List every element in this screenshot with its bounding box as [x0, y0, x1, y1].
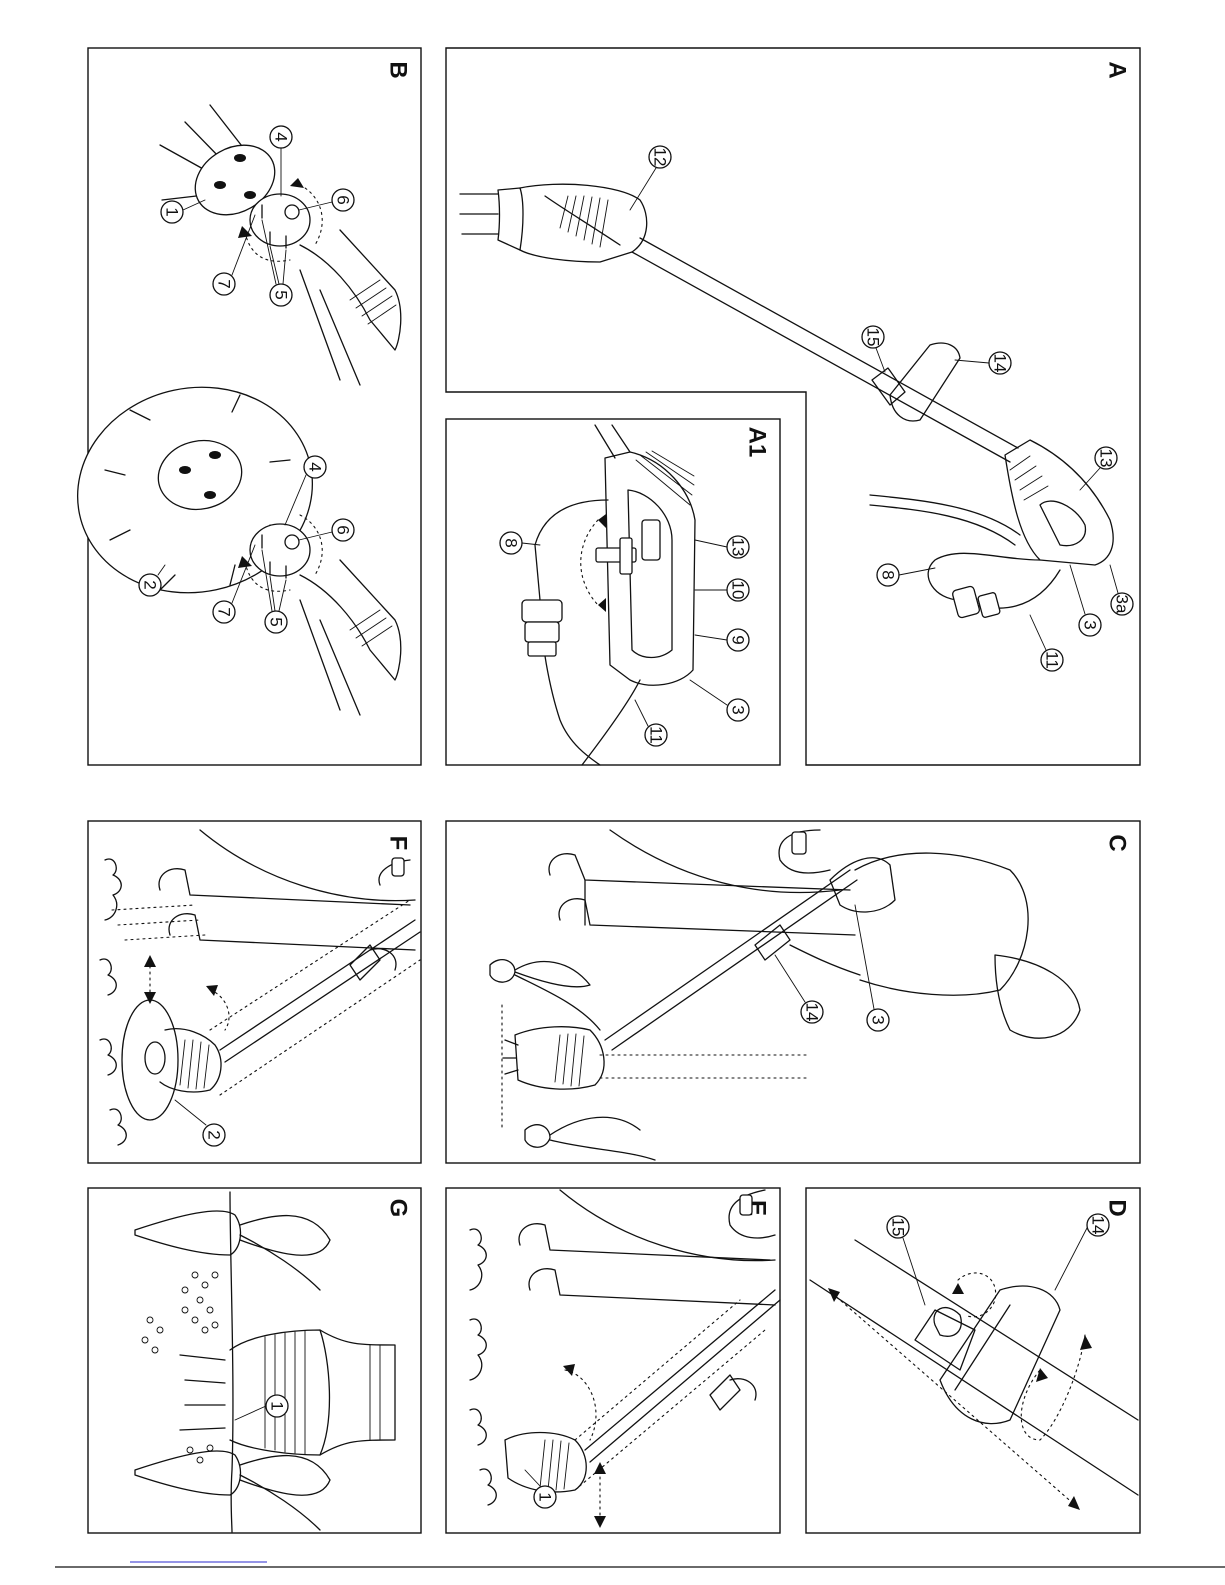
callout-a-8: 8: [877, 564, 899, 586]
panel-b: B: [58, 48, 421, 765]
svg-text:10: 10: [729, 581, 748, 600]
panel-d: D 15 14: [806, 1188, 1140, 1533]
callout-b-6-lower: 6: [332, 519, 354, 541]
callout-c-3: 3: [867, 1009, 889, 1031]
svg-text:8: 8: [502, 538, 521, 547]
panel-d-label: D: [1104, 1199, 1131, 1216]
svg-text:14: 14: [1089, 1216, 1108, 1235]
panel-c-label: C: [1104, 834, 1131, 851]
callout-b-7-lower: 7: [213, 601, 235, 623]
svg-text:1: 1: [163, 207, 182, 216]
panel-b-label: B: [385, 61, 412, 78]
weeder-tool-illustration: [460, 184, 1113, 618]
panel-e-frame: [446, 1188, 780, 1533]
callout-b-2: 2: [139, 574, 161, 596]
svg-text:11: 11: [1043, 651, 1062, 669]
svg-text:9: 9: [729, 635, 748, 644]
svg-text:15: 15: [889, 1218, 908, 1237]
svg-text:3: 3: [729, 705, 748, 714]
callout-a-11: 11: [1041, 649, 1063, 671]
svg-text:3a: 3a: [1113, 595, 1132, 614]
callout-a1-9: 9: [727, 629, 749, 651]
svg-text:3: 3: [869, 1015, 888, 1024]
callout-a-13: 13: [1095, 447, 1117, 469]
callout-a1-13: 13: [727, 536, 749, 558]
svg-text:4: 4: [306, 462, 325, 471]
panel-d-frame: [806, 1188, 1140, 1533]
user-with-weeder-illustration: [490, 830, 1080, 1160]
panel-f: F: [88, 821, 421, 1163]
panel-f-label: F: [385, 836, 412, 851]
tine-head-in-soil-illustration: [135, 1192, 395, 1532]
svg-text:4: 4: [272, 132, 291, 141]
callout-b-4-lower: 4: [304, 456, 326, 478]
callout-f-2: 2: [203, 1124, 225, 1146]
panel-e: E 1: [446, 1188, 780, 1533]
panel-a: A: [446, 48, 1140, 765]
disc-weeding-illustration: [100, 830, 420, 1145]
callout-b-5-lower: 5: [265, 611, 287, 633]
callout-a-3a: 3a: [1111, 593, 1133, 615]
callout-a-3: 3: [1079, 614, 1101, 636]
auxiliary-handle-adjustment-illustration: [810, 1240, 1138, 1510]
svg-text:5: 5: [267, 617, 286, 626]
panel-a-frame: [446, 48, 1140, 765]
callout-g-1: 1: [266, 1395, 288, 1417]
svg-text:14: 14: [991, 354, 1010, 373]
svg-text:6: 6: [334, 525, 353, 534]
handle-closeup-illustration: [522, 425, 695, 765]
svg-text:14: 14: [803, 1003, 822, 1022]
svg-text:1: 1: [268, 1401, 287, 1410]
svg-text:5: 5: [272, 290, 291, 299]
callout-b-4-upper: 4: [270, 126, 292, 148]
callout-a-15: 15: [862, 326, 884, 348]
panel-a1: A1 8 13 10 9: [446, 419, 780, 765]
soil-clumps: [142, 1272, 218, 1463]
svg-text:2: 2: [141, 580, 160, 589]
svg-text:2: 2: [205, 1130, 224, 1139]
svg-text:6: 6: [334, 195, 353, 204]
svg-text:7: 7: [215, 607, 234, 616]
callout-b-7-upper: 7: [213, 273, 235, 295]
callout-c-14: 14: [801, 1001, 823, 1023]
callout-a-12: 12: [649, 146, 671, 168]
svg-text:8: 8: [879, 570, 898, 579]
svg-text:7: 7: [215, 279, 234, 288]
callout-b-1: 1: [161, 201, 183, 223]
weeding-motion-illustration: [470, 1190, 780, 1528]
svg-text:11: 11: [647, 726, 666, 744]
svg-text:12: 12: [651, 148, 670, 167]
panel-g-label: G: [385, 1199, 412, 1218]
callout-a1-10: 10: [727, 579, 749, 601]
callout-a-14: 14: [989, 352, 1011, 374]
panel-a1-label: A1: [744, 427, 771, 458]
panel-g-frame: [88, 1188, 421, 1533]
panel-g: G: [88, 1188, 421, 1533]
callout-b-5-upper: 5: [270, 284, 292, 306]
callout-a1-3: 3: [727, 699, 749, 721]
svg-text:13: 13: [729, 538, 748, 557]
panel-a-label: A: [1104, 61, 1131, 78]
callout-e-1: 1: [534, 1486, 556, 1508]
callout-a1-11: 11: [645, 724, 667, 746]
callout-d-14: 14: [1087, 1214, 1109, 1236]
svg-text:15: 15: [864, 328, 883, 347]
svg-text:1: 1: [536, 1492, 555, 1501]
panel-c: C: [446, 821, 1140, 1163]
callout-b-6-upper: 6: [332, 189, 354, 211]
svg-text:3: 3: [1081, 620, 1100, 629]
callout-a1-8: 8: [500, 532, 522, 554]
svg-text:13: 13: [1097, 449, 1116, 468]
callout-d-15: 15: [887, 1216, 909, 1238]
